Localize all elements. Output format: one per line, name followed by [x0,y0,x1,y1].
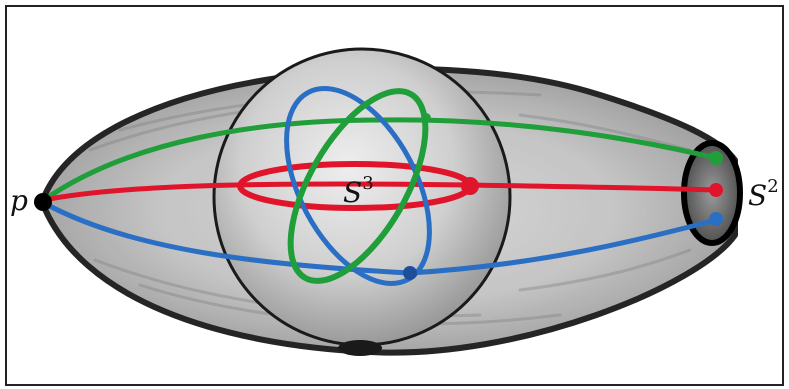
label-s3-base: S [343,176,362,209]
label-s3-exp: 3 [362,173,373,194]
red-path-dot [461,177,479,195]
cap-blue-dot [709,212,723,226]
label-p: p [10,184,28,217]
green-path-dot [421,113,431,123]
point-p [34,193,52,211]
cap-green-dot [709,151,723,165]
blue-path-dot [403,266,417,280]
label-s2-exp: 2 [767,176,778,197]
sphere-bottom-mark [338,340,382,356]
label-s2-base: S [748,179,767,212]
cap-red-dot [709,183,723,197]
